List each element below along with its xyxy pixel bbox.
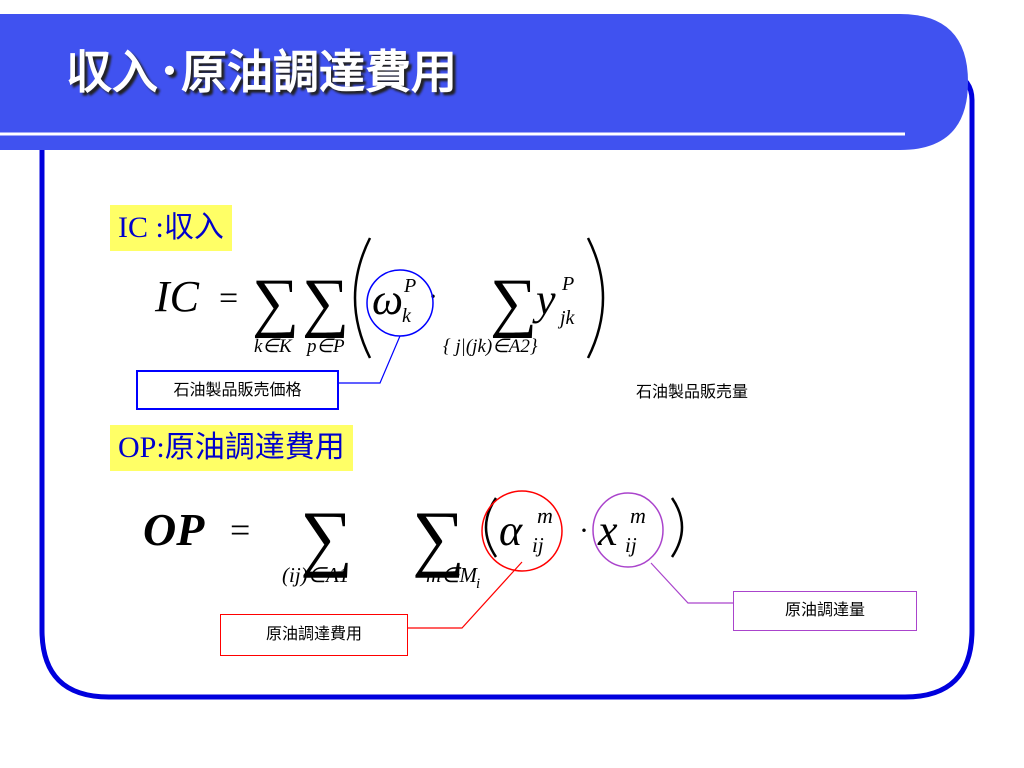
ic-sum-symbol-3: ∑ [490, 266, 537, 339]
op-volume-callout: 原油調達量 [733, 591, 917, 631]
ic-formula-lhs: IC [154, 272, 200, 321]
header-bar [0, 14, 968, 150]
op-sum-2-subscript-i: i [476, 576, 480, 592]
op-label: OP:原油調達費用 [110, 425, 353, 471]
op-alpha-highlight-circle [481, 490, 563, 572]
op-formula-lhs: OP [143, 504, 205, 555]
ic-label-text: 収入 [163, 210, 224, 245]
op-x-highlight-circle [592, 492, 664, 568]
ic-sum-3-subscript: { j|(jk)∈A2} [443, 336, 538, 357]
op-dot: · [579, 514, 589, 547]
ic-sum-1-subscript: k∈K [254, 336, 293, 357]
ic-label-sep: : [148, 211, 164, 244]
ic-sum-symbol-1: ∑ [252, 266, 299, 339]
ic-sum-symbol-2: ∑ [302, 266, 349, 339]
op-alpha-sub: ij [532, 533, 544, 557]
op-sum-2-subscript: m∈M [426, 563, 478, 587]
op-sum-symbol-1: ∑ [300, 497, 353, 579]
ic-label-abbr: IC [118, 211, 148, 244]
ic-left-paren [353, 237, 372, 359]
op-cost-callout-line [408, 561, 523, 629]
op-sum-symbol-2: ∑ [412, 497, 465, 579]
ic-label: IC :収入 [110, 205, 232, 251]
ic-price-callout-line [339, 335, 401, 384]
ic-price-callout: 石油製品販売価格 [136, 370, 339, 410]
ic-y: y [532, 275, 556, 324]
op-cost-callout: 原油調達費用 [220, 614, 408, 656]
ic-y-sup: P [561, 273, 574, 295]
ic-omega: ω [372, 275, 403, 324]
op-volume-callout-line [650, 562, 733, 604]
page-title: 収入･原油調達費用 [66, 45, 457, 99]
ic-omega-sub: k [402, 305, 412, 327]
ic-omega-sup: P [403, 275, 416, 297]
op-label-abbr: OP [118, 431, 157, 464]
content-frame-border [39, 69, 975, 700]
ic-volume-caption: 石油製品販売量 [636, 382, 749, 401]
op-alpha: α [499, 506, 523, 555]
ic-formula-equals: = [219, 280, 238, 317]
op-right-paren [670, 497, 684, 558]
op-sum-1-subscript: (ij)∈A1 [282, 563, 349, 587]
op-alpha-sup: m [537, 503, 553, 528]
op-x: x [597, 506, 618, 555]
ic-y-sub: jk [557, 307, 576, 329]
op-label-text: 原油調達費用 [164, 430, 345, 465]
op-formula-equals: = [230, 510, 250, 550]
op-x-sub: ij [625, 533, 637, 557]
ic-right-paren [586, 237, 605, 359]
op-label-sep: : [156, 431, 165, 464]
ic-sum-2-subscript: p∈P [305, 336, 345, 357]
op-x-sup: m [630, 503, 646, 528]
